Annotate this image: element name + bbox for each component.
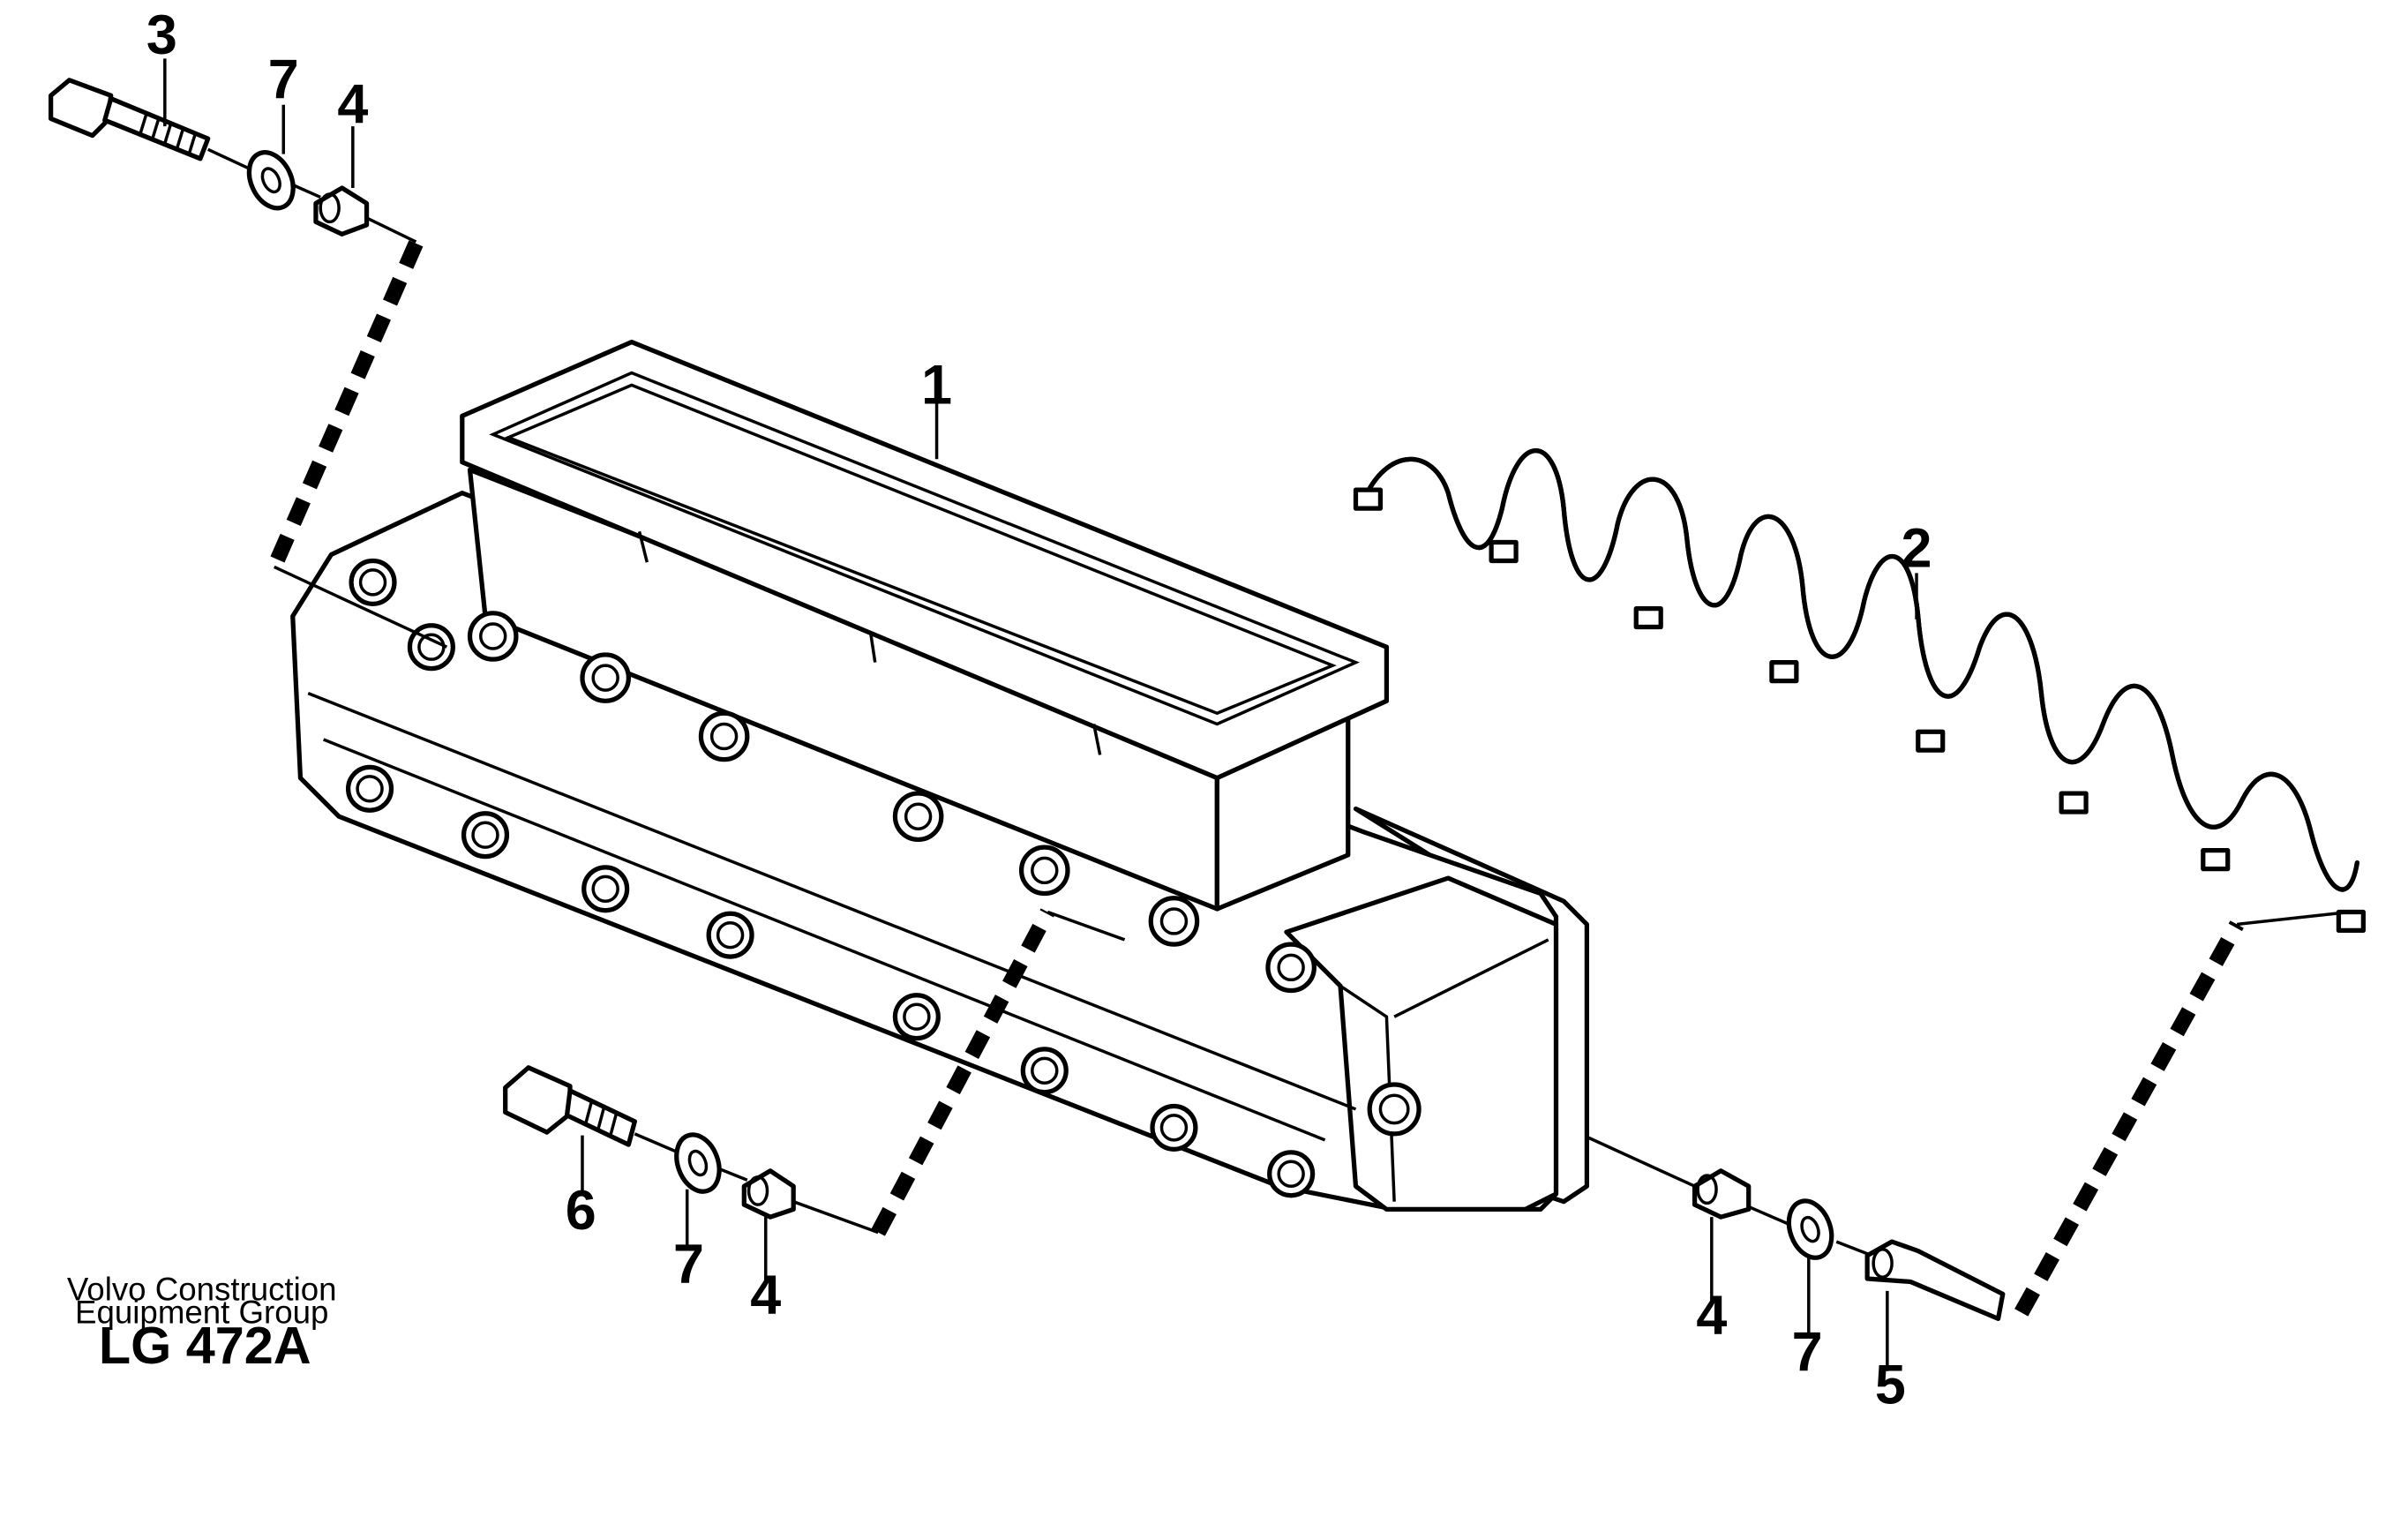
credit-line-2: Equipment Group <box>75 1295 328 1331</box>
callout-4-top: 4 <box>337 74 368 136</box>
callout-1: 1 <box>921 354 952 416</box>
nut-top <box>313 185 370 236</box>
manifold-ports <box>345 558 1422 1198</box>
callout-4-bottom-left: 4 <box>750 1265 781 1326</box>
figure-code: LG 472A <box>99 1316 311 1375</box>
callout-3: 3 <box>146 4 177 66</box>
nut-bottom-right <box>1692 1168 1752 1220</box>
dashed-connector-bottom <box>871 908 1054 1236</box>
credit-line-1: Volvo Construction <box>67 1271 337 1307</box>
intake-box <box>460 339 1390 912</box>
leader-top <box>206 147 417 244</box>
bolt-bottom <box>503 1065 637 1147</box>
dashed-connector-right <box>2014 920 2244 1317</box>
heater-element <box>1353 448 2366 934</box>
nut-bottom-left <box>741 1168 796 1220</box>
washer-bottom-left <box>674 1132 722 1194</box>
callout-leaders <box>163 58 1918 1371</box>
stud-5 <box>1864 1239 2006 1321</box>
washer-top <box>246 150 296 211</box>
callout-6: 6 <box>566 1180 596 1242</box>
callout-7-top: 7 <box>268 49 299 111</box>
bolt-top <box>48 78 211 161</box>
callout-7-bottom-right: 7 <box>1792 1322 1823 1384</box>
callout-5: 5 <box>1875 1354 1906 1415</box>
callout-4-bottom-right: 4 <box>1696 1285 1727 1347</box>
washer-bottom-right <box>1786 1198 1834 1260</box>
callout-7-bottom-left: 7 <box>673 1234 704 1295</box>
dashed-connector-top <box>266 240 424 570</box>
callout-2: 2 <box>1902 517 1932 579</box>
